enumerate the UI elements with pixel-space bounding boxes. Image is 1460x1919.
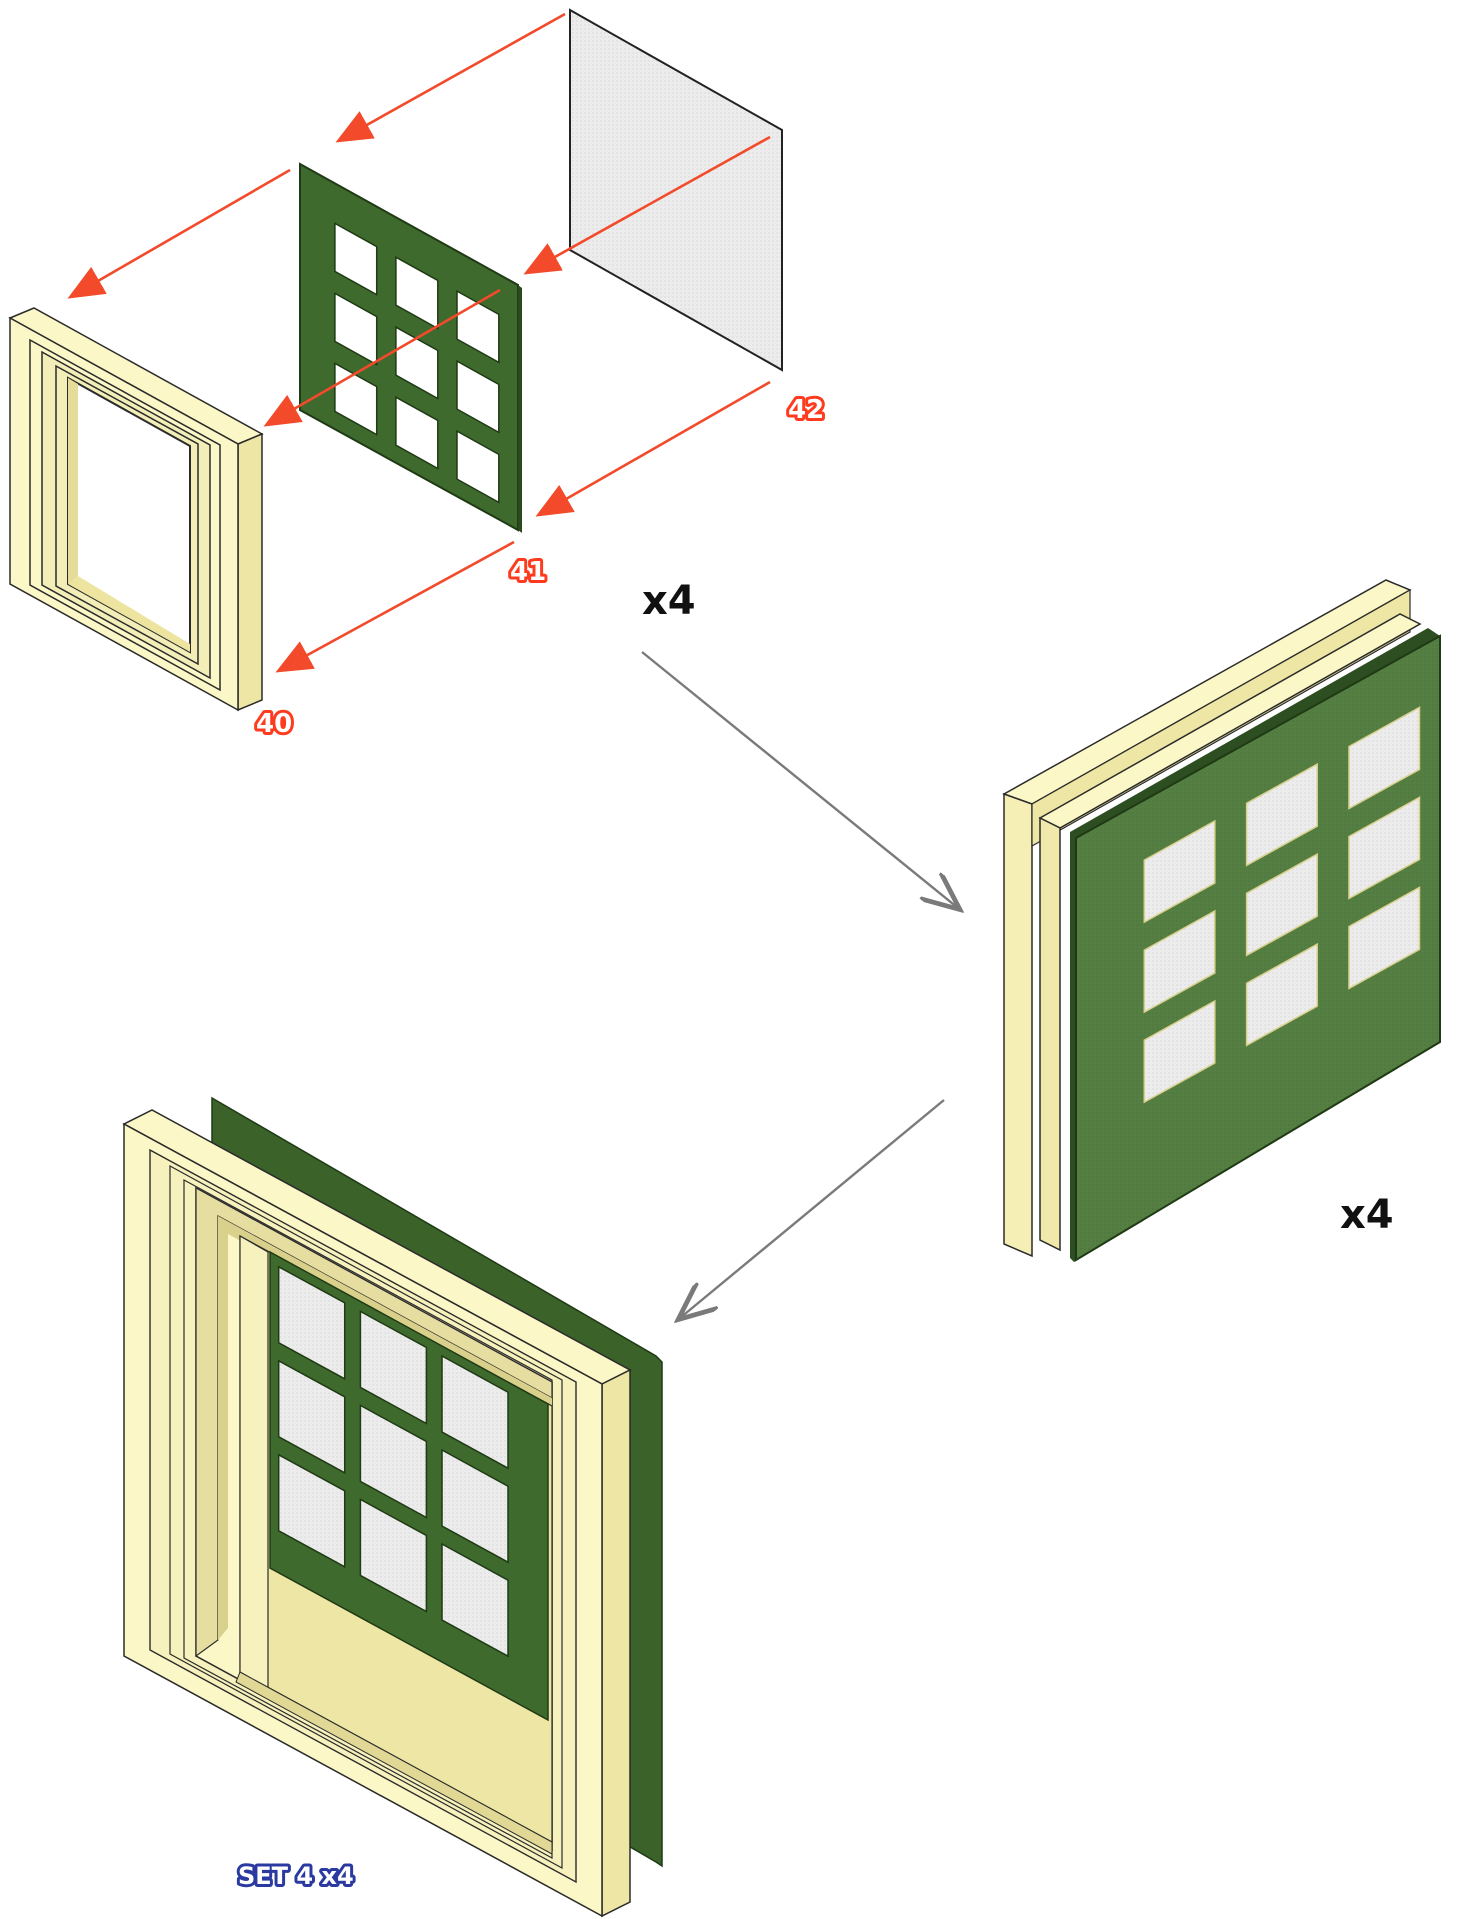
sash-opening <box>334 362 378 436</box>
glass-opening <box>277 1359 346 1475</box>
sash-opening <box>395 395 439 470</box>
glass-opening <box>441 1354 509 1470</box>
subassembly-openings <box>1143 706 1421 1104</box>
glass-opening <box>1348 796 1421 900</box>
glass-opening <box>277 1453 346 1569</box>
glass-opening <box>277 1265 346 1381</box>
sash-frame-subassembly <box>1002 579 1441 1262</box>
glass-opening <box>1245 942 1318 1047</box>
sash-opening <box>334 292 378 366</box>
glass-opening <box>1245 852 1318 957</box>
sash-opening <box>334 222 378 296</box>
assembly-arrows <box>67 12 771 673</box>
process-arrows <box>641 651 958 1318</box>
glass-opening <box>359 1404 428 1519</box>
window-frame-part-40 <box>8 307 264 712</box>
part-number-40: 40 <box>256 709 292 739</box>
quantity-label-right: x4 <box>1340 1192 1394 1238</box>
glass-opening <box>1143 999 1216 1104</box>
sash-opening <box>456 359 500 434</box>
glass-opening <box>441 1542 509 1658</box>
glass-opening <box>441 1448 509 1564</box>
final-openings <box>277 1265 509 1658</box>
glass-opening <box>359 1310 428 1425</box>
part-number-42: 42 <box>788 395 824 425</box>
sash-opening <box>456 429 500 504</box>
part-number-41: 41 <box>510 557 546 587</box>
glass-opening <box>1348 706 1421 810</box>
glass-opening <box>1245 762 1318 867</box>
glass-opening <box>1143 909 1216 1014</box>
quantity-label-top: x4 <box>642 578 696 624</box>
glass-opening <box>1143 819 1216 924</box>
final-window-assembly <box>122 1096 663 1918</box>
glass-opening <box>1348 886 1421 990</box>
set-label: SET 4 x4 <box>238 1862 354 1890</box>
muntin-sash-part-41 <box>299 162 522 533</box>
glass-opening <box>359 1498 428 1613</box>
sash-opening <box>395 255 439 330</box>
